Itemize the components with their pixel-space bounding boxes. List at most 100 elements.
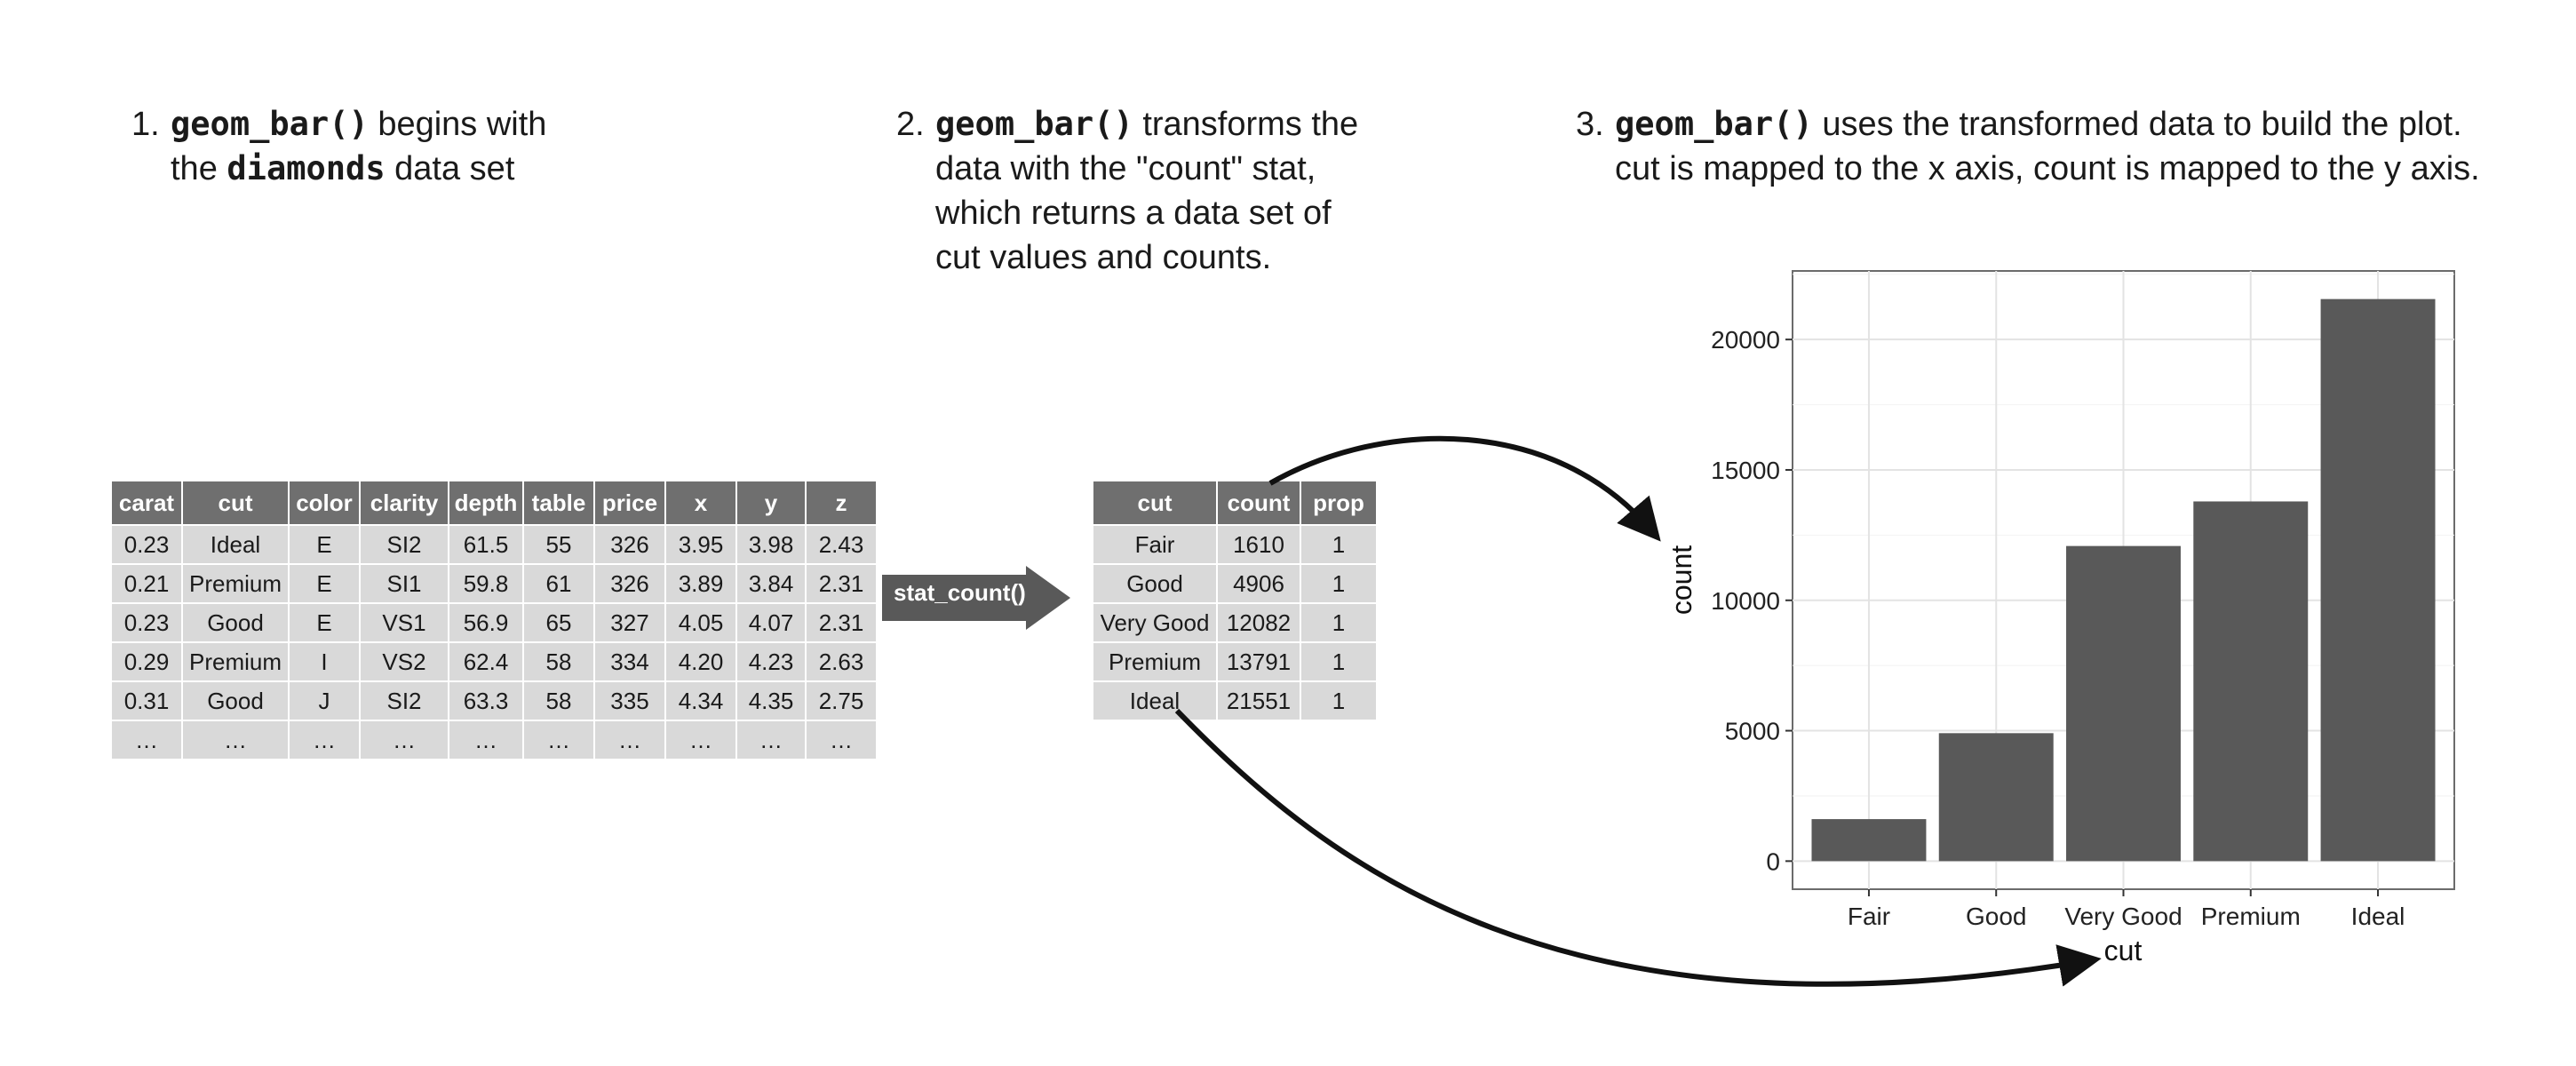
step-2-caption: 2. geom_bar() transforms the data with t… [896, 102, 1379, 280]
step-3-code: geom_bar() [1615, 105, 1813, 143]
table-row-ellipsis: … … … … … … … … … … [112, 721, 878, 760]
table-row: 0.31 Good J SI2 63.3 58 335 4.34 4.35 2.… [112, 682, 878, 721]
table-cell: Ideal [1093, 682, 1218, 721]
table-cell: 58 [524, 682, 595, 721]
table-cell: 3.98 [737, 526, 807, 565]
table-cell: VS1 [361, 604, 449, 643]
table-cell: 326 [595, 526, 666, 565]
table-cell: VS2 [361, 643, 449, 682]
table-cell: 2.31 [807, 565, 878, 604]
table-cell: 4.05 [666, 604, 737, 643]
step-2-text: transforms the data with the "count" sta… [935, 106, 1359, 276]
col-header-clarity: clarity [361, 481, 449, 526]
table-cell: 1 [1301, 604, 1378, 643]
curved-arrow-lower [1174, 708, 2102, 987]
table-cell: 59.8 [449, 565, 524, 604]
table-cell: 2.31 [807, 604, 878, 643]
col-header-count: count [1218, 481, 1301, 526]
table-cell: Good [183, 682, 290, 721]
bar-fair [1811, 819, 1927, 862]
table-row: Very Good 12082 1 [1093, 604, 1378, 643]
table-row: 0.21 Premium E SI1 59.8 61 326 3.89 3.84… [112, 565, 878, 604]
table-cell: 4.34 [666, 682, 737, 721]
x-axis-title: cut [2104, 935, 2143, 967]
table-cell: SI2 [361, 526, 449, 565]
table-cell: 1 [1301, 526, 1378, 565]
table-row: Fair 1610 1 [1093, 526, 1378, 565]
table-cell: 334 [595, 643, 666, 682]
step-3-text: uses the transformed data to build the p… [1615, 106, 2480, 187]
table-cell: … [361, 721, 449, 760]
table-cell: J [290, 682, 361, 721]
table-cell: 327 [595, 604, 666, 643]
table-cell: 4.35 [737, 682, 807, 721]
step-1-caption: 1. geom_bar() begins with the diamonds d… [131, 102, 668, 191]
col-header-z: z [807, 481, 878, 526]
table-cell: E [290, 604, 361, 643]
table-cell: Fair [1093, 526, 1218, 565]
y-tick-label: 10000 [1711, 587, 1780, 615]
step-2-code: geom_bar() [935, 105, 1133, 143]
table-row: Good 4906 1 [1093, 565, 1378, 604]
table-cell: 3.95 [666, 526, 737, 565]
table-cell: Good [1093, 565, 1218, 604]
table-cell: Premium [183, 643, 290, 682]
counts-header-row: cut count prop [1093, 481, 1378, 526]
table-cell: 61.5 [449, 526, 524, 565]
table-row: Premium 13791 1 [1093, 643, 1378, 682]
table-cell: 0.23 [112, 604, 183, 643]
table-cell: 2.43 [807, 526, 878, 565]
stat-count-label: stat_count() [894, 579, 1026, 606]
table-cell: Ideal [183, 526, 290, 565]
table-cell: E [290, 565, 361, 604]
col-header-color: color [290, 481, 361, 526]
step-3-number: 3. [1576, 106, 1604, 143]
col-header-x: x [666, 481, 737, 526]
x-tick-label: Good [1966, 903, 2027, 930]
table-cell: 58 [524, 643, 595, 682]
table-cell: … [737, 721, 807, 760]
table-cell: Very Good [1093, 604, 1218, 643]
table-cell: Premium [1093, 643, 1218, 682]
bar-good [1938, 733, 2054, 862]
x-tick-label: Fair [1848, 903, 1890, 930]
table-cell: I [290, 643, 361, 682]
table-cell: 0.21 [112, 565, 183, 604]
table-cell: 4906 [1218, 565, 1301, 604]
step-1-code: geom_bar() [171, 105, 369, 143]
table-row: 0.29 Premium I VS2 62.4 58 334 4.20 4.23… [112, 643, 878, 682]
diamonds-table: carat cut color clarity depth table pric… [112, 481, 878, 760]
table-cell: 2.75 [807, 682, 878, 721]
col-header-y: y [737, 481, 807, 526]
col-header-depth: depth [449, 481, 524, 526]
table-cell: 4.07 [737, 604, 807, 643]
table-cell: 55 [524, 526, 595, 565]
col-header-cut: cut [183, 481, 290, 526]
x-tick-label: Ideal [2351, 903, 2405, 930]
table-cell: 13791 [1218, 643, 1301, 682]
table-cell: 0.23 [112, 526, 183, 565]
table-cell: … [807, 721, 878, 760]
y-tick-label: 15000 [1711, 457, 1780, 484]
table-cell: 2.63 [807, 643, 878, 682]
table-cell: … [666, 721, 737, 760]
step-1-dataset-code: diamonds [227, 149, 386, 187]
table-cell: SI2 [361, 682, 449, 721]
table-cell: … [595, 721, 666, 760]
table-cell: … [524, 721, 595, 760]
table-cell: … [449, 721, 524, 760]
table-cell: 3.84 [737, 565, 807, 604]
y-axis-title: count [1666, 545, 1697, 615]
table-cell: 61 [524, 565, 595, 604]
table-cell: 56.9 [449, 604, 524, 643]
table-cell: 12082 [1218, 604, 1301, 643]
table-cell: … [183, 721, 290, 760]
bar-premium [2193, 501, 2309, 862]
table-cell: 4.20 [666, 643, 737, 682]
table-cell: 0.29 [112, 643, 183, 682]
diamonds-header-row: carat cut color clarity depth table pric… [112, 481, 878, 526]
table-cell: Good [183, 604, 290, 643]
